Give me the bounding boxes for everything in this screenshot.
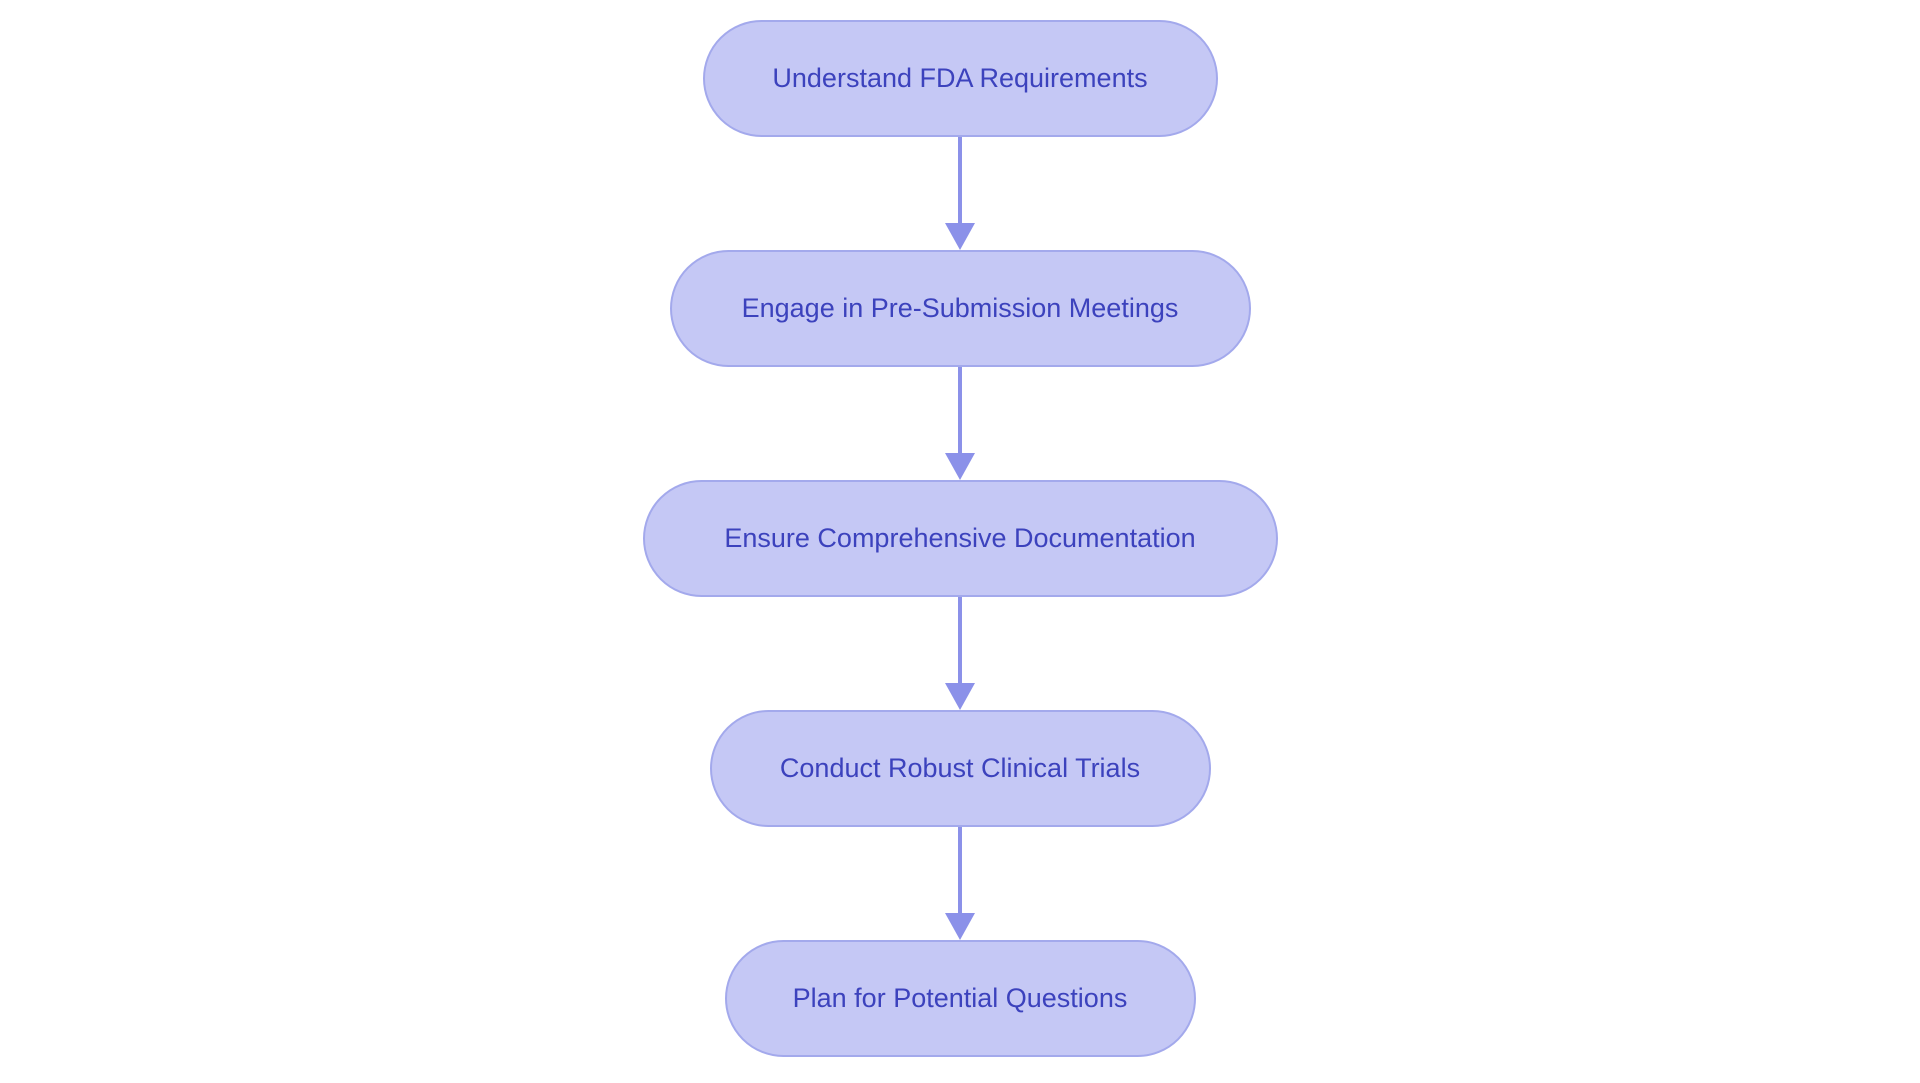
arrow-line <box>958 137 962 223</box>
flow-node-label: Understand FDA Requirements <box>772 63 1148 93</box>
flow-node-understand-fda-requirements: Understand FDA Requirements <box>702 20 1218 137</box>
flow-connector-2-3 <box>945 367 975 480</box>
flow-node-label: Engage in Pre-Submission Meetings <box>741 293 1179 323</box>
arrow-down-icon <box>945 913 975 940</box>
arrow-down-icon <box>945 683 975 710</box>
arrow-line <box>958 827 962 913</box>
flow-connector-1-2 <box>945 137 975 250</box>
flow-connector-3-4 <box>945 597 975 710</box>
flow-node-plan-for-potential-questions: Plan for Potential Questions <box>724 940 1196 1057</box>
flowchart: Understand FDA Requirements Engage in Pr… <box>0 20 1920 1057</box>
arrow-line <box>958 597 962 683</box>
flow-connector-4-5 <box>945 827 975 940</box>
arrow-down-icon <box>945 223 975 250</box>
flow-node-conduct-robust-clinical-trials: Conduct Robust Clinical Trials <box>709 710 1211 827</box>
arrow-line <box>958 367 962 453</box>
flow-node-label: Plan for Potential Questions <box>792 983 1128 1013</box>
flow-node-label: Ensure Comprehensive Documentation <box>724 523 1196 553</box>
flow-node-ensure-comprehensive-documentation: Ensure Comprehensive Documentation <box>642 480 1278 597</box>
arrow-down-icon <box>945 453 975 480</box>
flow-node-engage-pre-submission-meetings: Engage in Pre-Submission Meetings <box>669 250 1251 367</box>
flow-node-label: Conduct Robust Clinical Trials <box>779 753 1141 783</box>
